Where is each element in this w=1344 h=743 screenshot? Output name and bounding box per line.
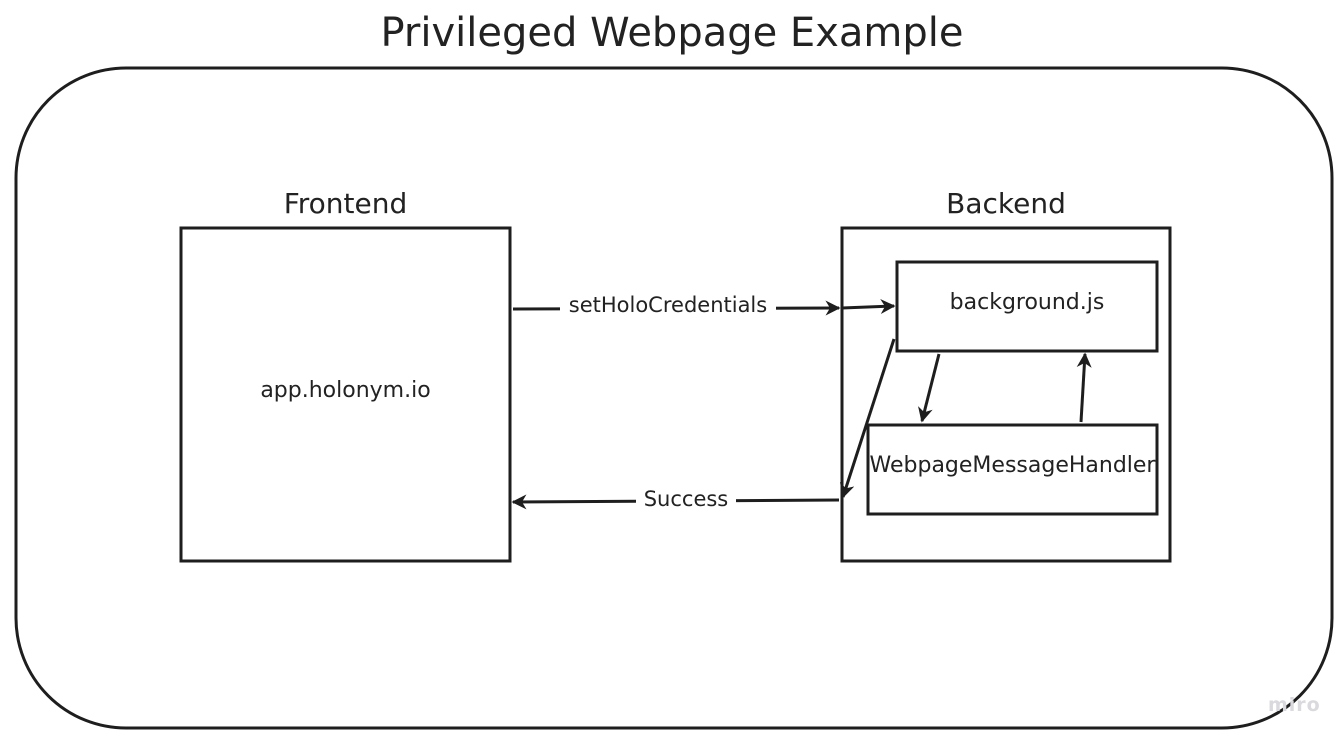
response-arrow-label: Success bbox=[636, 487, 736, 511]
frontend-heading: Frontend bbox=[283, 187, 408, 220]
message-handler-box bbox=[866, 423, 1159, 516]
diagram-title: Privileged Webpage Example bbox=[380, 10, 964, 56]
request-arrow-label: setHoloCredentials bbox=[560, 293, 776, 317]
background-js-box bbox=[895, 260, 1159, 353]
handler-to-background-arrow bbox=[1076, 352, 1092, 423]
frontend-box bbox=[179, 226, 512, 563]
background-js-label: background.js bbox=[949, 290, 1105, 315]
background-to-response-arrow bbox=[840, 338, 896, 499]
miro-watermark: miro bbox=[1268, 694, 1321, 716]
frontend-box-label: app.holonym.io bbox=[260, 378, 431, 403]
request-arrow-part2 bbox=[841, 299, 896, 315]
background-to-handler-arrow bbox=[918, 353, 941, 423]
message-handler-label: WebpageMessageHandler bbox=[869, 453, 1156, 478]
backend-heading: Backend bbox=[946, 187, 1066, 220]
backend-box bbox=[840, 226, 1172, 563]
outer-container bbox=[14, 66, 1334, 730]
